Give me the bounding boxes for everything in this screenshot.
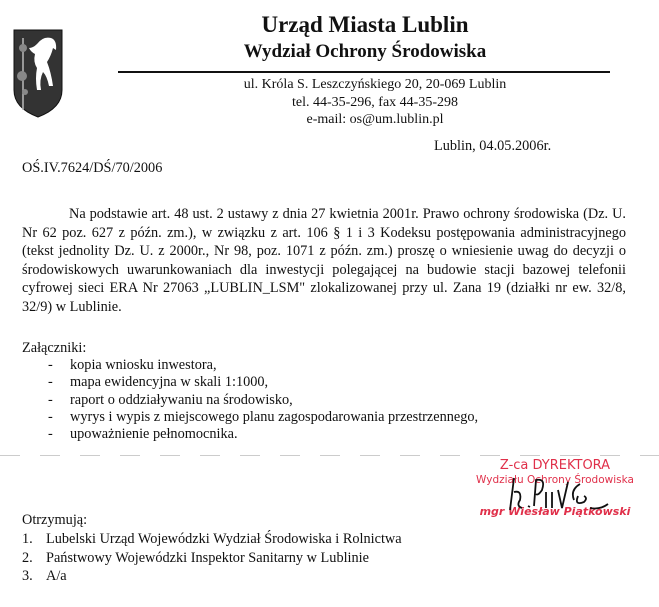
contact-block: ul. Króla S. Leszczyńskiego 20, 20-069 L… (150, 76, 600, 129)
letter-body: Na podstawie art. 48 ust. 2 ustawy z dni… (22, 206, 626, 315)
list-item: 2.Państwowy Wojewódzki Inspektor Sanitar… (22, 549, 369, 566)
list-item: -raport o oddziaływaniu na środowisko, (48, 391, 293, 408)
attachments-list: -kopia wniosku inwestora, -mapa ewidency… (22, 357, 478, 443)
email: e-mail: os@um.lublin.pl (306, 112, 444, 127)
recipients-list: 1.Lubelski Urząd Wojewódzki Wydział Środ… (22, 530, 402, 586)
list-item: -wyrys i wypis z miejscowego planu zagos… (48, 408, 479, 425)
list-item: -mapa ewidencyjna w skali 1:1000, (48, 374, 269, 391)
address: ul. Króla S. Leszczyńskiego 20, 20-069 L… (243, 77, 507, 92)
list-item: 3.A/a (22, 568, 67, 584)
list-item: -kopia wniosku inwestora, (48, 357, 217, 373)
scan-artifact-line (0, 455, 659, 456)
header-divider (118, 71, 610, 73)
attachments-heading: Załączniki: (22, 340, 87, 356)
letter-date: Lublin, 04.05.2006r. (434, 138, 552, 154)
reference-number: OŚ.IV.7624/DŚ/70/2006 (22, 160, 163, 176)
lublin-coat-of-arms-logo (13, 29, 63, 118)
stamp-department: Wydziału Ochrony Środowiska (476, 474, 634, 486)
stamp-title: Z-ca DYREKTORA (499, 458, 611, 473)
recipients-heading: Otrzymują: (22, 512, 88, 528)
phone-fax: tel. 44-35-296, fax 44-35-298 (291, 94, 459, 110)
department-title: Wydział Ochrony Środowiska (243, 41, 487, 62)
list-item: -upoważnienie pełnomocnika. (48, 426, 238, 443)
handwritten-signature (509, 477, 609, 511)
institution-title: Urząd Miasta Lublin (261, 12, 469, 37)
list-item: 1.Lubelski Urząd Wojewódzki Wydział Środ… (22, 531, 402, 547)
